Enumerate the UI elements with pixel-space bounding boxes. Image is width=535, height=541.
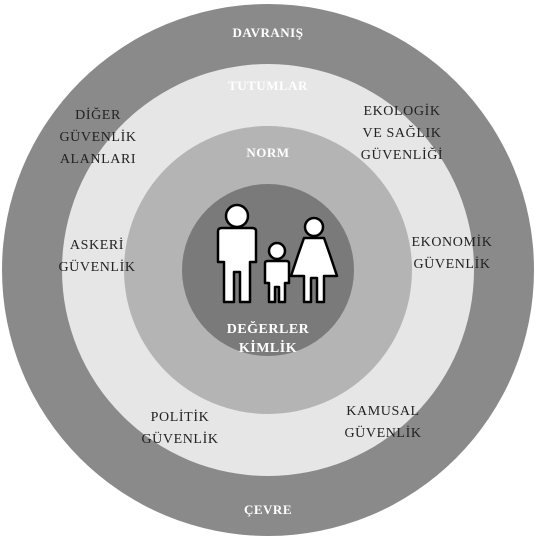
area-line: ASKERİ <box>70 237 124 253</box>
area-line: POLİTİK <box>151 409 210 425</box>
area-line: DİĞER <box>75 106 121 123</box>
economic-security: EKONOMİK GÜVENLİK <box>411 234 492 272</box>
area-line: KAMUSAL <box>346 404 419 419</box>
other-security-areas: DİĞER GÜVENLİK ALANLARI <box>59 106 136 167</box>
norm-label: NORM <box>246 145 289 160</box>
area-line: GÜVENLİĞİ <box>361 146 443 163</box>
identity-label: KİMLİK <box>239 339 297 356</box>
family-icon <box>216 203 339 304</box>
area-line: EKONOMİK <box>411 234 492 250</box>
area-line: GÜVENLİK <box>59 128 136 145</box>
attitudes-label: TUTUMLAR <box>228 78 308 93</box>
environment-label: ÇEVRE <box>244 502 292 517</box>
public-security: KAMUSAL GÜVENLİK <box>344 404 421 441</box>
political-security: POLİTİK GÜVENLİK <box>141 409 218 447</box>
area-line: EKOLOGİK <box>363 103 440 119</box>
area-line: VE SAĞLIK <box>363 124 442 141</box>
military-security: ASKERİ GÜVENLİK <box>58 237 135 275</box>
area-line: GÜVENLİK <box>58 258 135 275</box>
ecological-health-security: EKOLOGİK VE SAĞLIK GÜVENLİĞİ <box>361 103 443 163</box>
area-line: ALANLARI <box>60 152 136 167</box>
area-line: GÜVENLİK <box>344 424 421 441</box>
area-line: GÜVENLİK <box>413 255 490 272</box>
behavior-label: DAVRANIŞ <box>233 25 304 40</box>
area-line: GÜVENLİK <box>141 430 218 447</box>
values-label: DEĞERLER <box>227 320 310 337</box>
